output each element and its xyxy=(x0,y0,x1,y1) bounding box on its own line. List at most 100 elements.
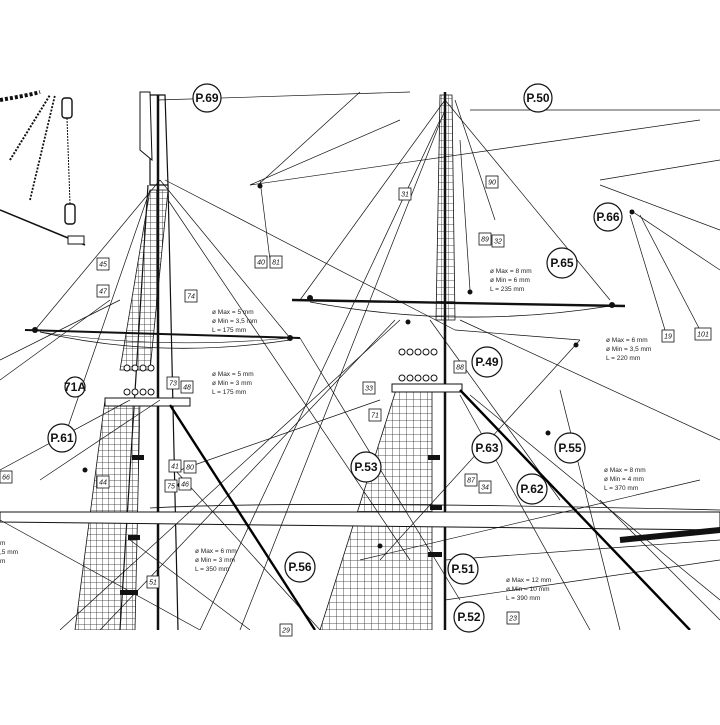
callout-box-48: 48 xyxy=(180,380,194,394)
callout-box-31: 31 xyxy=(398,187,412,201)
callout-box-89: 89 xyxy=(478,232,492,246)
callout-box-47: 47 xyxy=(96,284,110,298)
spec-left-yard-top: ø Max = 5 mmø Min = 3,5 mmL = 175 mm xyxy=(212,309,257,334)
callout-box-text: 47 xyxy=(99,289,108,296)
rigging-blocks xyxy=(32,183,635,595)
heavy-stays xyxy=(168,389,691,630)
callout-circle-text: P.69 xyxy=(195,91,218,105)
left-top-platform xyxy=(104,397,191,407)
left-mast xyxy=(74,91,191,630)
spec-line: ø Min = 3 mm xyxy=(195,557,235,564)
spec-line: m xyxy=(0,540,5,547)
callout-box-87: 87 xyxy=(464,473,478,487)
callout-box-32: 32 xyxy=(491,234,505,248)
callout-box-text: 88 xyxy=(456,365,464,372)
right-upper-yard xyxy=(291,298,626,318)
right-mast xyxy=(319,92,463,630)
callout-circle-p52: P.52 xyxy=(453,601,485,633)
callout-circle-71a: 71A xyxy=(64,376,86,398)
callout-box-34: 34 xyxy=(478,480,492,494)
callout-box-81: 81 xyxy=(269,255,283,269)
callout-box-text: 101 xyxy=(697,332,709,339)
callout-circle-p49: P.49 xyxy=(471,346,503,378)
callout-circle-text: P.66 xyxy=(596,210,619,224)
callout-circle-p50: P.50 xyxy=(523,83,553,113)
spec-line: ø Min = 3,5 mm xyxy=(606,346,651,353)
callout-box-text: 48 xyxy=(183,385,191,392)
left-deadeyes xyxy=(123,364,155,396)
callout-circle-p55: P.55 xyxy=(554,432,586,464)
callout-box-75: 75 xyxy=(164,479,178,493)
spec-left-yard-bottom: ø Max = 5 mmø Min = 3 mmL = 175 mm xyxy=(212,371,254,396)
spec-line: L = 350 mm xyxy=(195,566,229,573)
pennant-flag xyxy=(139,91,153,162)
callout-box-text: 66 xyxy=(2,475,10,482)
callout-box-51: 51 xyxy=(146,575,160,589)
callout-box-text: 46 xyxy=(181,482,189,489)
callout-circle-p66: P.66 xyxy=(593,202,623,232)
callout-box-text: 51 xyxy=(149,580,157,587)
callout-box-text: 23 xyxy=(508,616,517,623)
callout-box-text: 32 xyxy=(494,239,502,246)
callout-box-44: 44 xyxy=(96,475,110,489)
callout-circle-text: 71A xyxy=(64,380,86,394)
callout-box-88: 88 xyxy=(453,360,467,374)
callout-box-text: 90 xyxy=(488,180,496,187)
right-top-platform xyxy=(391,383,463,393)
callout-circle-text: P.53 xyxy=(354,460,377,474)
drawing-area xyxy=(0,90,720,630)
callout-circle-text: P.51 xyxy=(451,562,474,576)
callout-box-text: 45 xyxy=(99,262,107,269)
spec-line: ,5 mm xyxy=(0,549,18,556)
callout-circle-p51: P.51 xyxy=(447,553,479,585)
callout-circle-p62: P.62 xyxy=(516,473,548,505)
callout-box-text: 41 xyxy=(171,464,179,471)
spec-line: ø Min = 3,5 mm xyxy=(212,318,257,325)
callout-box-40: 40 xyxy=(254,255,268,269)
callout-circle-text: P.52 xyxy=(457,610,480,624)
spec-line: L = 175 mm xyxy=(212,389,246,396)
callout-circle-text: P.56 xyxy=(288,560,311,574)
callout-circle-text: P.63 xyxy=(475,441,498,455)
callout-circle-p63: P.63 xyxy=(471,432,503,464)
spec-line: m xyxy=(0,558,5,565)
callout-box-text: 29 xyxy=(281,628,290,635)
callout-box-66: 66 xyxy=(0,470,13,484)
callout-box-text: 73 xyxy=(169,381,177,388)
callout-box-71: 71 xyxy=(368,408,382,422)
callout-box-text: 44 xyxy=(99,480,107,487)
callout-box-45: 45 xyxy=(96,257,110,271)
callout-box-33: 33 xyxy=(362,381,376,395)
spec-lower-mid: ø Max = 6 mmø Min = 3 mmL = 350 mm xyxy=(195,548,237,573)
spec-line: ø Max = 6 mm xyxy=(606,337,648,344)
spec-line: L = 390 mm xyxy=(506,595,540,602)
spec-line: ø Min = 4 mm xyxy=(604,476,644,483)
spec-line: L = 370 mm xyxy=(604,485,638,492)
callout-box-text: 81 xyxy=(272,260,280,267)
upper-shroud-netting-right xyxy=(435,94,456,321)
callout-circle-text: P.50 xyxy=(526,91,549,105)
callout-box-text: 31 xyxy=(401,192,409,199)
callout-box-41: 41 xyxy=(168,459,182,473)
callout-box-text: 74 xyxy=(187,294,195,301)
spec-left-edge: m ,5 mm m xyxy=(0,540,18,565)
spec-line: L = 235 mm xyxy=(490,286,524,293)
callout-circle-p53: P.53 xyxy=(350,451,382,483)
callout-circle-text: P.65 xyxy=(550,256,573,270)
callout-box-text: 89 xyxy=(481,237,489,244)
callout-box-73: 73 xyxy=(166,376,180,390)
callout-box-text: 33 xyxy=(365,386,373,393)
spec-line: ø Min = 6 mm xyxy=(490,277,530,284)
spec-line: ø Max = 8 mm xyxy=(490,268,532,275)
callout-box-80: 80 xyxy=(183,460,197,474)
spec-far-right: ø Max = 8 mmø Min = 4 mmL = 370 mm xyxy=(604,467,646,492)
left-upper-yard xyxy=(24,329,301,349)
spec-line: ø Max = 12 mm xyxy=(506,577,551,584)
callout-box-text: 19 xyxy=(664,334,672,341)
callout-box-text: 34 xyxy=(481,485,489,492)
top-left-blocks xyxy=(0,90,86,246)
callout-box-text: 75 xyxy=(167,484,175,491)
callout-box-23: 23 xyxy=(506,611,520,625)
